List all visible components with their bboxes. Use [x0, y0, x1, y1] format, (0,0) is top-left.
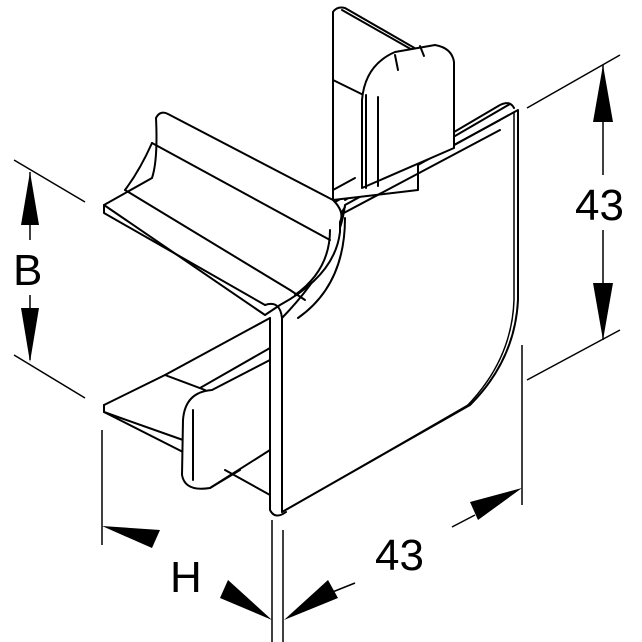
dimension-width — [101, 345, 523, 642]
part-body — [103, 6, 519, 517]
dimension-b-label: B — [13, 246, 42, 295]
dimension-h-label: H — [170, 553, 202, 602]
dimension-height-label: 43 — [575, 181, 624, 230]
dimension-width-label: 43 — [375, 531, 424, 580]
dimension-b — [13, 159, 86, 399]
dimension-height — [526, 54, 621, 381]
